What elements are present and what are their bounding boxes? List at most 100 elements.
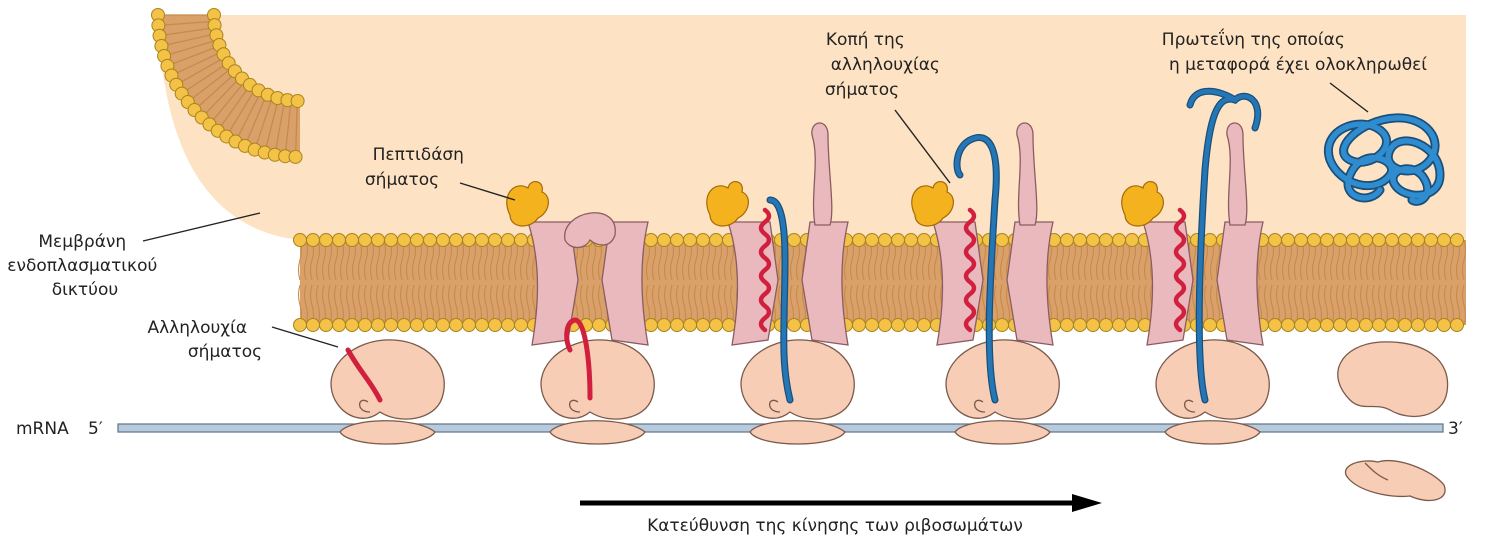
lipid-head: [1112, 233, 1126, 247]
lipid-head: [904, 318, 918, 332]
lipid-head: [865, 233, 879, 247]
signal-peptidase: [1121, 181, 1164, 227]
lipid-head: [1450, 233, 1464, 247]
polypeptide-chain: [1187, 89, 1260, 403]
translation-stage-4: [911, 122, 1060, 445]
leader-lines: [142, 82, 1369, 348]
three-prime-label: 3′: [1448, 419, 1463, 439]
translocon-right: [1216, 221, 1264, 346]
lipid-head: [371, 233, 385, 247]
lipid-head: [488, 233, 502, 247]
lipid-head: [358, 318, 372, 332]
lipid-head: [1411, 233, 1425, 247]
lipid-head: [306, 233, 320, 247]
lipid-head: [917, 233, 931, 247]
lipid-head: [514, 233, 528, 247]
lipid-head: [1411, 318, 1425, 332]
lipid-head: [657, 233, 671, 247]
lipid-head: [865, 318, 879, 332]
lipid-head: [462, 318, 476, 332]
lipid-head: [1060, 233, 1074, 247]
lipid-head: [332, 318, 346, 332]
lipid-head: [995, 318, 1009, 332]
lipid-head: [514, 318, 528, 332]
lipid-head: [1268, 318, 1282, 332]
ribosome-small-subunit: [339, 420, 436, 445]
lipid-head: [670, 318, 684, 332]
released-ribosome-subunits: [1337, 341, 1449, 502]
ribosome-large-subunit: [945, 339, 1060, 420]
lipid-head: [371, 318, 385, 332]
er-lumen: [158, 15, 1466, 240]
signal-sequence-label: Αλληλουχία σήματος: [147, 318, 262, 362]
lipid-head: [1385, 233, 1399, 247]
lipid-head: [423, 233, 437, 247]
lipid-head: [1450, 318, 1464, 332]
lipid-head: [852, 318, 866, 332]
lipid-head: [891, 318, 905, 332]
translation-stage-1: [330, 339, 445, 445]
lipid-head: [1125, 318, 1139, 332]
lipid-head: [709, 318, 723, 332]
lipid-head: [878, 318, 892, 332]
lipid-head: [1073, 318, 1087, 332]
ribosome-large-subunit: [1155, 339, 1270, 420]
lipid-head: [1398, 233, 1412, 247]
lipid-head: [1268, 233, 1282, 247]
signal-peptidase-label: Πεπτιδάση σήματος: [365, 145, 469, 190]
lipid-head: [644, 318, 658, 332]
lipid-head: [904, 233, 918, 247]
lipid-head: [319, 233, 333, 247]
lipid-head: [397, 233, 411, 247]
lipid-head: [995, 233, 1009, 247]
translocon-plug: [564, 212, 616, 249]
lipid-head: [436, 318, 450, 332]
translocon-left: [932, 221, 984, 346]
signal-cleavage-label: Κοπή της αλληλουχίας σήματος: [825, 30, 945, 100]
lipid-head: [852, 233, 866, 247]
lipid-head: [1385, 318, 1399, 332]
lipid-head: [1307, 318, 1321, 332]
lipid-head: [488, 318, 502, 332]
lipid-head: [1333, 318, 1347, 332]
lipid-head: [293, 233, 307, 247]
lipid-head: [293, 318, 307, 332]
completed-protein-label: Πρωτεΐνη της οποίας η μεταφορά έχει ολοκ…: [1162, 27, 1427, 75]
ribosome-large-subunit: [540, 339, 655, 420]
lipid-head: [475, 233, 489, 247]
ribosome-small-subunit: [549, 420, 646, 445]
ribosome-small-subunit: [749, 420, 846, 445]
lipid-head: [449, 233, 463, 247]
lipid-head: [1112, 318, 1126, 332]
lipid-head: [1203, 233, 1217, 247]
lipid-head: [1294, 233, 1308, 247]
lipid-head: [288, 149, 303, 164]
lipid-head: [1359, 318, 1373, 332]
signal-peptidase: [911, 181, 954, 227]
lipid-head: [384, 233, 398, 247]
lipid-head: [787, 233, 801, 247]
lipid-head: [332, 233, 346, 247]
translocon-left: [1142, 221, 1194, 346]
direction-arrow: [580, 494, 1102, 512]
ribosome-small-subunit: [954, 420, 1051, 445]
translocon-right: [801, 221, 849, 346]
translation-stage-5: [1121, 87, 1270, 445]
lipid-head: [1372, 318, 1386, 332]
lipid-head: [475, 318, 489, 332]
polypeptide-chain: [767, 197, 793, 403]
translocon-right: [1006, 221, 1054, 346]
lipid-head: [1372, 233, 1386, 247]
lipid-head: [722, 318, 736, 332]
lipid-head: [1437, 318, 1451, 332]
lipid-head: [1060, 318, 1074, 332]
lipid-head: [1307, 233, 1321, 247]
signal-sequence: [1173, 207, 1187, 333]
translocon-right: [601, 221, 649, 346]
lipid-head: [1281, 318, 1295, 332]
polypeptide-chain: [954, 135, 999, 403]
lipid-head: [345, 233, 359, 247]
lipid-head: [709, 233, 723, 247]
lipid-head: [683, 318, 697, 332]
lipid-head: [319, 318, 333, 332]
